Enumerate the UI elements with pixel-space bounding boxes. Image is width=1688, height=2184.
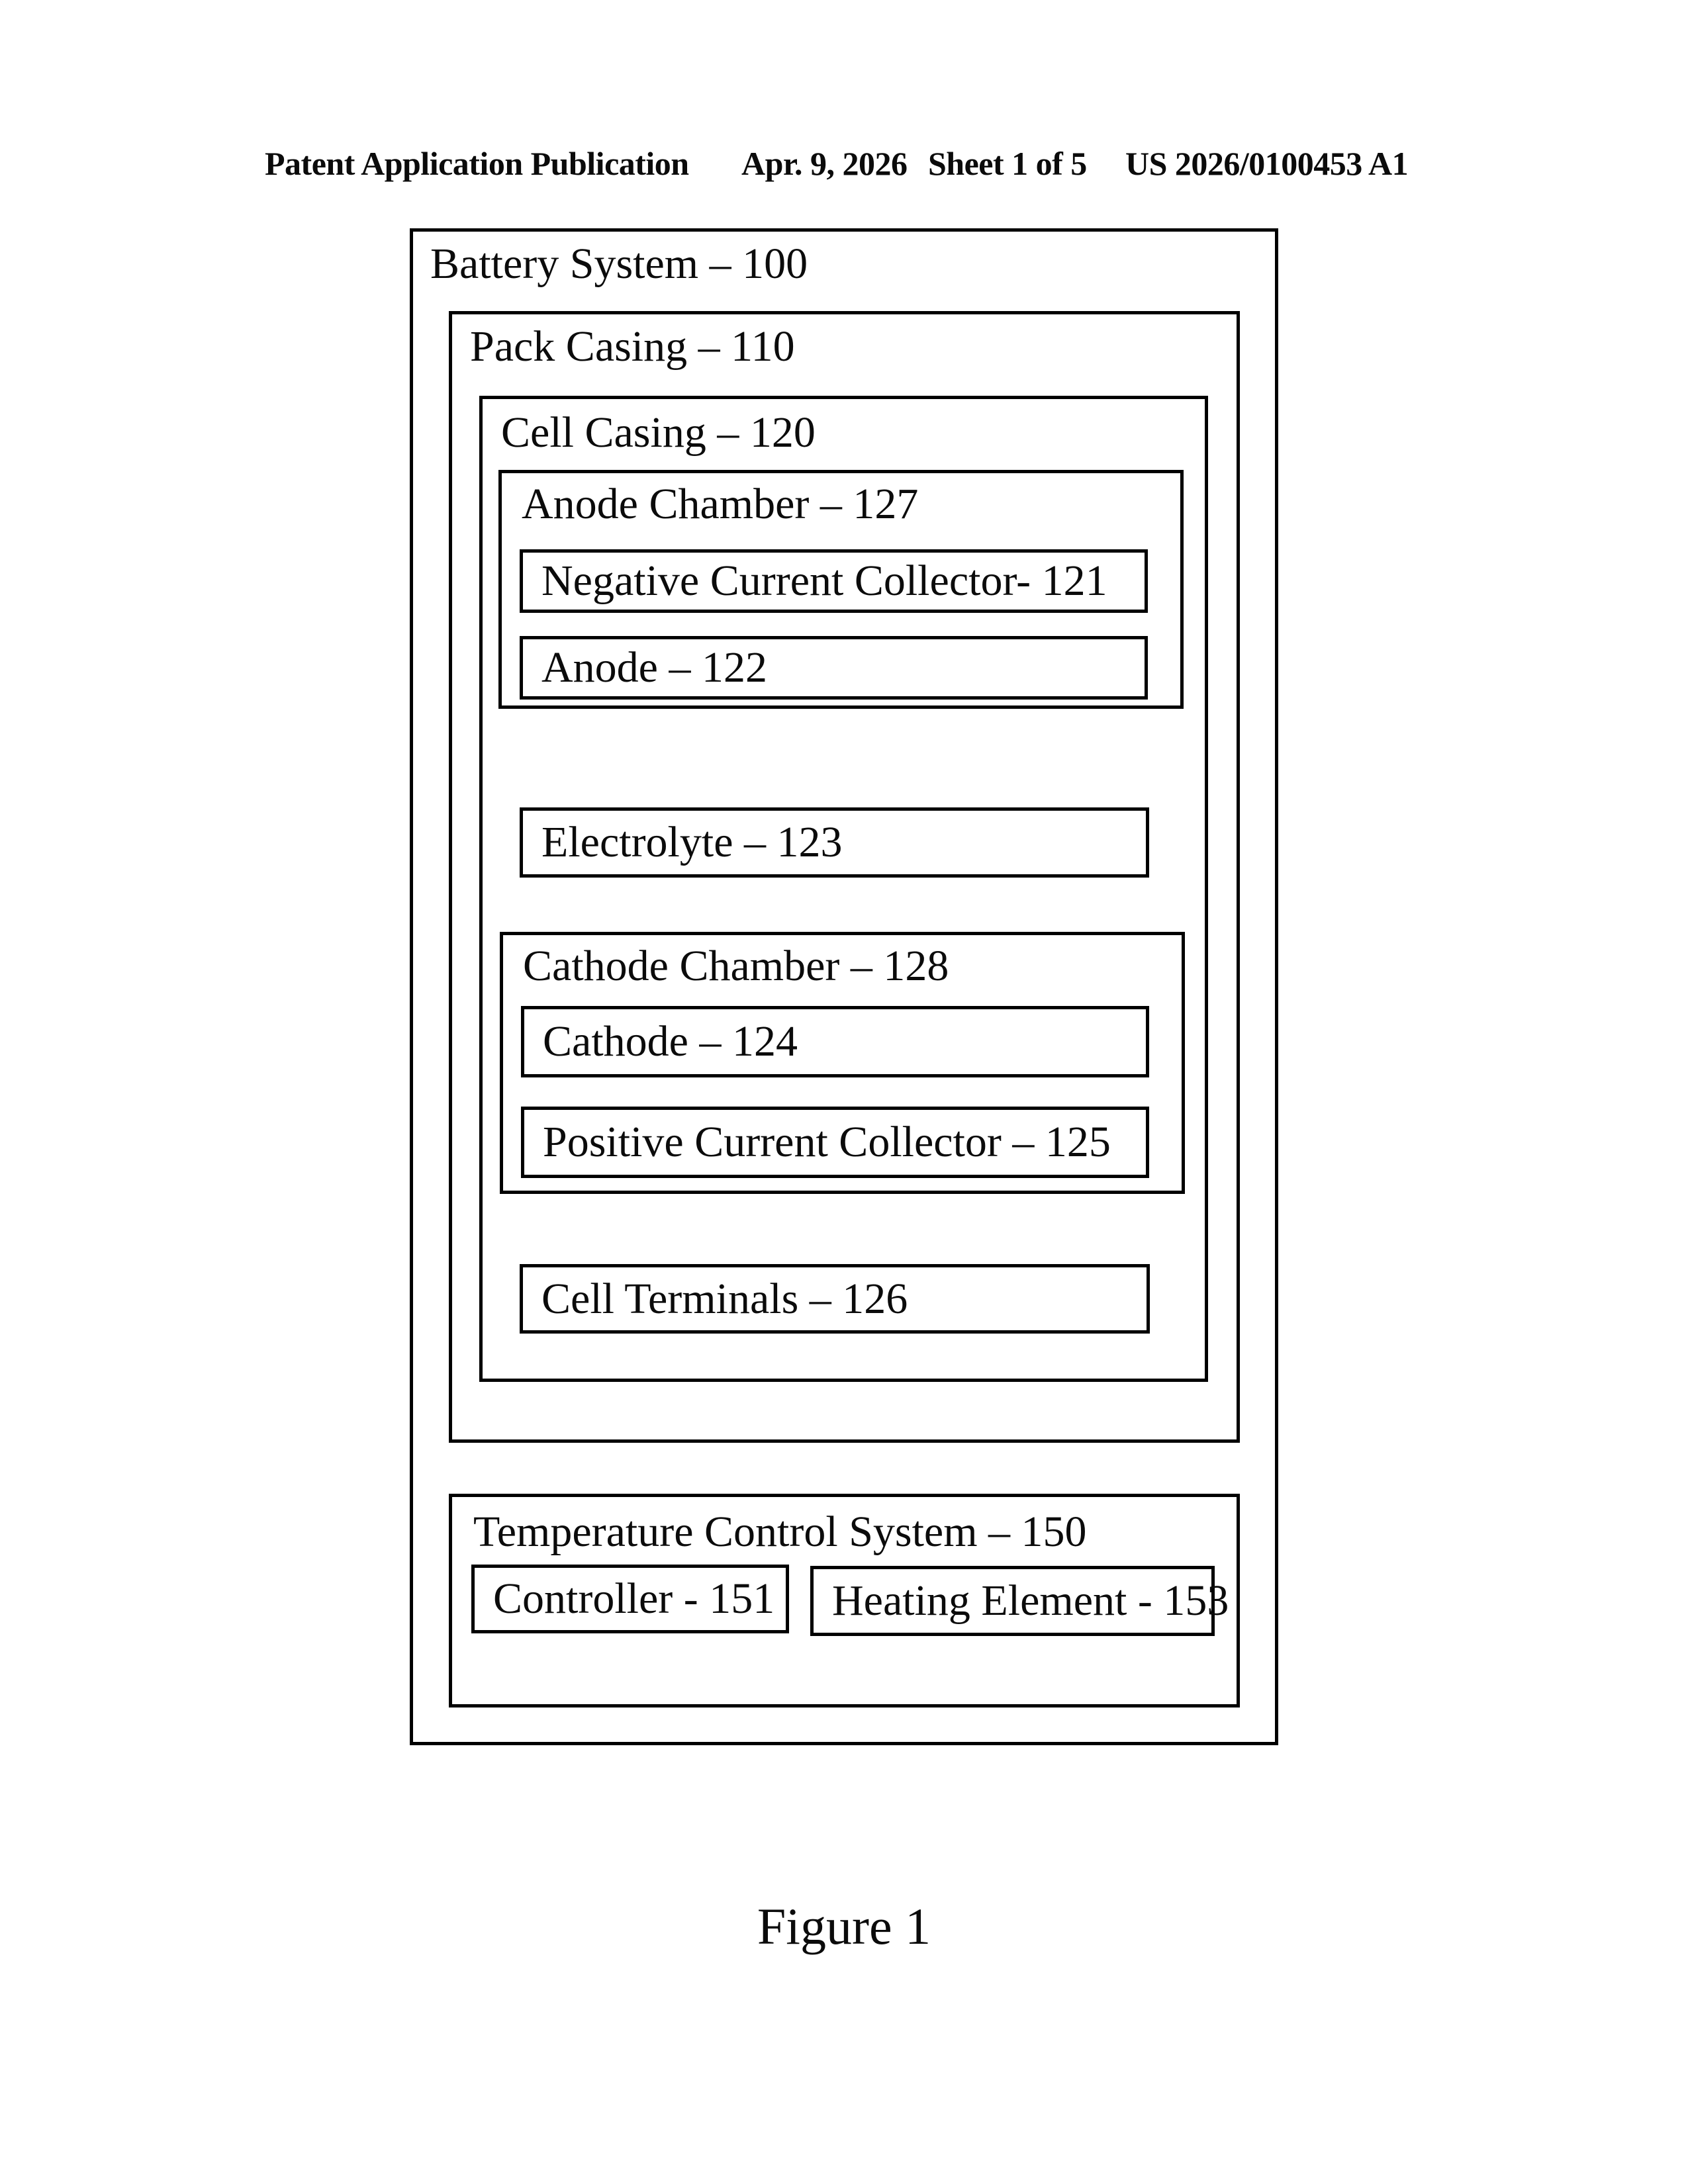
positive-current-collector-label: Positive Current Collector – 125 <box>543 1118 1111 1166</box>
cell-casing-box: Cell Casing – 120 <box>479 396 1208 1382</box>
negative-current-collector-label: Negative Current Collector- 121 <box>541 557 1107 605</box>
controller-box: Controller - 151 <box>471 1565 789 1633</box>
cathode-label: Cathode – 124 <box>543 1017 798 1066</box>
temperature-control-system-box: Temperature Control System – 150 <box>449 1494 1240 1707</box>
anode-chamber-label: Anode Chamber – 127 <box>522 480 919 528</box>
header-publication-label: Patent Application Publication <box>265 145 689 182</box>
anode-box: Anode – 122 <box>520 636 1148 700</box>
battery-system-label: Battery System – 100 <box>430 240 808 288</box>
cell-terminals-box: Cell Terminals – 126 <box>520 1264 1150 1334</box>
header-sheet-number: Sheet 1 of 5 <box>928 145 1087 182</box>
controller-label: Controller - 151 <box>493 1574 775 1623</box>
positive-current-collector-box: Positive Current Collector – 125 <box>521 1107 1149 1178</box>
cathode-chamber-box: Cathode Chamber – 128 <box>500 932 1185 1194</box>
pack-casing-box: Pack Casing – 110 <box>449 311 1240 1443</box>
figure-caption: Figure 1 <box>757 1897 931 1955</box>
electrolyte-label: Electrolyte – 123 <box>541 818 843 866</box>
anode-chamber-box: Anode Chamber – 127 <box>498 470 1184 709</box>
pack-casing-label: Pack Casing – 110 <box>470 322 795 371</box>
anode-label: Anode – 122 <box>541 643 767 692</box>
header-patent-number: US 2026/0100453 A1 <box>1125 145 1409 182</box>
cathode-box: Cathode – 124 <box>521 1006 1149 1077</box>
temperature-control-system-label: Temperature Control System – 150 <box>473 1508 1087 1556</box>
heating-element-label: Heating Element - 153 <box>832 1576 1229 1625</box>
header-date: Apr. 9, 2026 <box>741 145 908 182</box>
negative-current-collector-box: Negative Current Collector- 121 <box>520 549 1148 613</box>
cell-terminals-label: Cell Terminals – 126 <box>541 1274 908 1323</box>
electrolyte-box: Electrolyte – 123 <box>520 807 1149 878</box>
cell-casing-label: Cell Casing – 120 <box>501 408 816 457</box>
cathode-chamber-label: Cathode Chamber – 128 <box>523 942 949 990</box>
heating-element-box: Heating Element - 153 <box>810 1566 1229 1636</box>
battery-system-box: Battery System – 100 <box>410 228 1278 1745</box>
